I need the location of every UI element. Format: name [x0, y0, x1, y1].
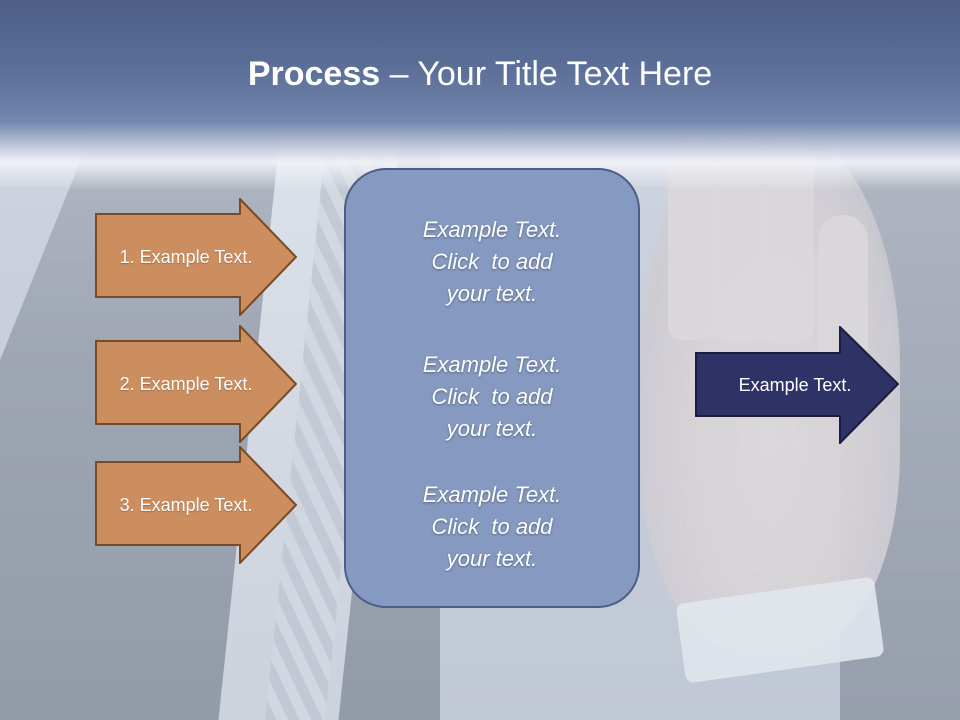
center-text-line: Example Text. — [422, 352, 562, 377]
center-text-line: Click to add — [431, 249, 553, 274]
center-text-line: your text. — [446, 281, 538, 306]
slide-title[interactable]: Process – Your Title Text Here — [0, 52, 960, 96]
center-text-block-2[interactable]: Example Text. Click to add your text. — [346, 349, 638, 445]
step-arrow-2[interactable]: 2. Example Text. — [95, 325, 297, 443]
center-text-line: your text. — [446, 416, 538, 441]
result-arrow[interactable]: Example Text. — [695, 326, 899, 444]
center-text-panel[interactable]: Example Text. Click to add your text. Ex… — [344, 168, 640, 608]
step-arrow-label: 1. Example Text. — [119, 246, 253, 267]
center-text-block-1[interactable]: Example Text. Click to add your text. — [346, 214, 638, 310]
step-arrow-1[interactable]: 1. Example Text. — [95, 198, 297, 316]
step-arrow-3[interactable]: 3. Example Text. — [95, 446, 297, 564]
center-text-line: your text. — [446, 546, 538, 571]
center-text-line: Example Text. — [422, 482, 562, 507]
center-text-line: Click to add — [431, 384, 553, 409]
arrow-right-shape-icon — [95, 446, 297, 564]
step-arrow-label: 2. Example Text. — [119, 373, 253, 394]
arrow-right-shape-icon — [695, 326, 899, 444]
center-text-line: Click to add — [431, 514, 553, 539]
arrow-right-shape-icon — [95, 325, 297, 443]
center-text-block-3[interactable]: Example Text. Click to add your text. — [346, 479, 638, 575]
center-text-line: Example Text. — [422, 217, 562, 242]
arrow-right-shape-icon — [95, 198, 297, 316]
result-arrow-label: Example Text. — [738, 374, 852, 395]
slide-title-bold: Process — [247, 55, 381, 93]
slide-title-rest: – Your Title Text Here — [380, 55, 713, 93]
step-arrow-label: 3. Example Text. — [119, 494, 253, 515]
